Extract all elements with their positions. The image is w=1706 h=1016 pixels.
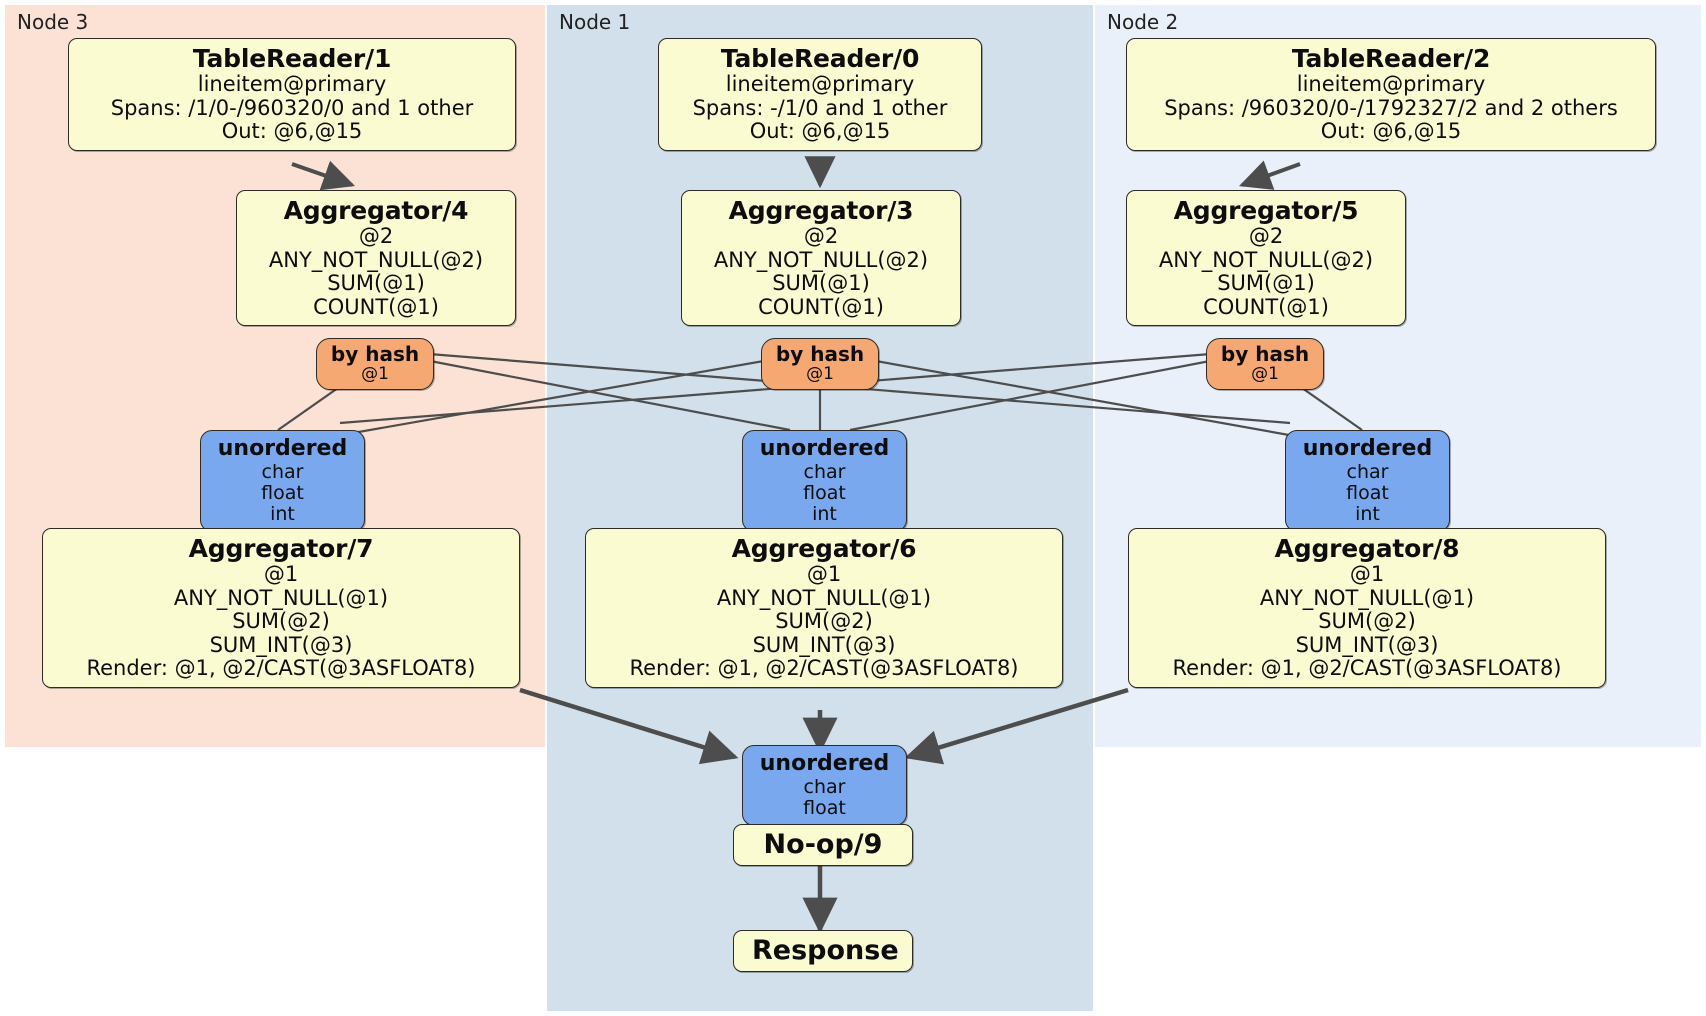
sync-title: unordered <box>759 751 890 776</box>
aggregator-7[interactable]: Aggregator/7 @1 ANY_NOT_NULL(@1) SUM(@2)… <box>42 528 520 688</box>
box-agg: SUM_INT(@3) <box>1295 632 1439 657</box>
box-agg: ANY_NOT_NULL(@2) <box>713 247 929 272</box>
node-panel-label: Node 2 <box>1107 10 1179 34</box>
box-table: lineitem@primary <box>197 72 387 96</box>
hash-router-node2[interactable]: by hash @1 <box>1206 338 1324 391</box>
box-spans: Spans: /1/0-/960320/0 and 1 other <box>110 95 474 120</box>
node-panel-label: Node 3 <box>17 10 89 34</box>
sync-type: char <box>1346 460 1389 483</box>
sync-type: int <box>1355 503 1380 526</box>
box-group: @2 <box>358 224 394 248</box>
box-title: Aggregator/3 <box>728 196 914 225</box>
box-agg: SUM(@2) <box>232 609 330 634</box>
box-title: Aggregator/5 <box>1173 196 1359 225</box>
box-agg: SUM(@2) <box>775 609 873 634</box>
router-cols: @1 <box>361 364 389 385</box>
box-title: TableReader/0 <box>720 44 920 73</box>
box-agg: SUM(@1) <box>772 271 870 296</box>
sync-type: float <box>1346 481 1389 504</box>
router-title: by hash <box>330 342 420 366</box>
box-agg: ANY_NOT_NULL(@2) <box>1158 247 1374 272</box>
tablereader-node2[interactable]: TableReader/2 lineitem@primary Spans: /9… <box>1126 38 1656 151</box>
box-title: Aggregator/4 <box>283 196 469 225</box>
box-agg: ANY_NOT_NULL(@2) <box>268 247 484 272</box>
box-title: TableReader/1 <box>192 44 392 73</box>
synchronizer-node3[interactable]: unordered char float int <box>200 430 365 533</box>
box-agg: COUNT(@1) <box>1203 294 1329 319</box>
aggregator-6[interactable]: Aggregator/6 @1 ANY_NOT_NULL(@1) SUM(@2)… <box>585 528 1063 688</box>
box-out: Out: @6,@15 <box>1320 119 1462 144</box>
aggregator-3[interactable]: Aggregator/3 @2 ANY_NOT_NULL(@2) SUM(@1)… <box>681 190 961 327</box>
box-title: Aggregator/7 <box>188 534 374 563</box>
sync-type: float <box>803 481 846 504</box>
box-out: Out: @6,@15 <box>749 119 891 144</box>
sync-type: int <box>812 503 837 526</box>
sync-type: char <box>803 460 846 483</box>
box-agg: COUNT(@1) <box>758 294 884 319</box>
node-panel-label: Node 1 <box>559 10 631 34</box>
box-title: TableReader/2 <box>1291 44 1491 73</box>
sync-title: unordered <box>217 436 348 461</box>
box-agg: SUM(@1) <box>1217 271 1315 296</box>
box-render: Render: @1, @2/CAST(@3ASFLOAT8) <box>629 656 1019 681</box>
box-agg: SUM(@1) <box>327 271 425 296</box>
aggregator-4[interactable]: Aggregator/4 @2 ANY_NOT_NULL(@2) SUM(@1)… <box>236 190 516 327</box>
box-group: @2 <box>803 224 839 248</box>
sync-type: char <box>803 775 846 798</box>
box-agg: ANY_NOT_NULL(@1) <box>716 585 932 610</box>
tablereader-node3[interactable]: TableReader/1 lineitem@primary Spans: /1… <box>68 38 516 151</box>
sync-type: float <box>261 481 304 504</box>
box-render: Render: @1, @2/CAST(@3ASFLOAT8) <box>1172 656 1562 681</box>
noop-node[interactable]: No-op/9 <box>733 824 913 867</box>
box-agg: COUNT(@1) <box>313 294 439 319</box>
router-cols: @1 <box>1251 364 1279 385</box>
box-title: Aggregator/8 <box>1274 534 1460 563</box>
box-title: Aggregator/6 <box>731 534 917 563</box>
sync-title: unordered <box>759 436 890 461</box>
tablereader-node1[interactable]: TableReader/0 lineitem@primary Spans: -/… <box>658 38 982 151</box>
box-agg: SUM(@2) <box>1318 609 1416 634</box>
box-agg: ANY_NOT_NULL(@1) <box>1259 585 1475 610</box>
box-table: lineitem@primary <box>725 72 915 96</box>
router-title: by hash <box>1220 342 1310 366</box>
response-node[interactable]: Response <box>733 930 913 973</box>
box-agg: ANY_NOT_NULL(@1) <box>173 585 389 610</box>
synchronizer-node1[interactable]: unordered char float int <box>742 430 907 533</box>
sync-title: unordered <box>1302 436 1433 461</box>
hash-router-node1[interactable]: by hash @1 <box>761 338 879 391</box>
box-group: @2 <box>1248 224 1284 248</box>
sync-type: float <box>803 796 846 819</box>
router-cols: @1 <box>806 364 834 385</box>
synchronizer-node2[interactable]: unordered char float int <box>1285 430 1450 533</box>
box-group: @1 <box>1349 562 1385 586</box>
box-spans: Spans: -/1/0 and 1 other <box>692 95 948 120</box>
box-table: lineitem@primary <box>1296 72 1486 96</box>
aggregator-8[interactable]: Aggregator/8 @1 ANY_NOT_NULL(@1) SUM(@2)… <box>1128 528 1606 688</box>
box-out: Out: @6,@15 <box>221 119 363 144</box>
aggregator-5[interactable]: Aggregator/5 @2 ANY_NOT_NULL(@2) SUM(@1)… <box>1126 190 1406 327</box>
sync-type: int <box>270 503 295 526</box>
box-spans: Spans: /960320/0-/1792327/2 and 2 others <box>1164 95 1618 120</box>
box-group: @1 <box>263 562 299 586</box>
hash-router-node3[interactable]: by hash @1 <box>316 338 434 391</box>
sync-type: char <box>261 460 304 483</box>
final-synchronizer[interactable]: unordered char float <box>742 745 907 827</box>
box-group: @1 <box>806 562 842 586</box>
router-title: by hash <box>775 342 865 366</box>
box-agg: SUM_INT(@3) <box>752 632 896 657</box>
box-agg: SUM_INT(@3) <box>209 632 353 657</box>
box-render: Render: @1, @2/CAST(@3ASFLOAT8) <box>86 656 476 681</box>
